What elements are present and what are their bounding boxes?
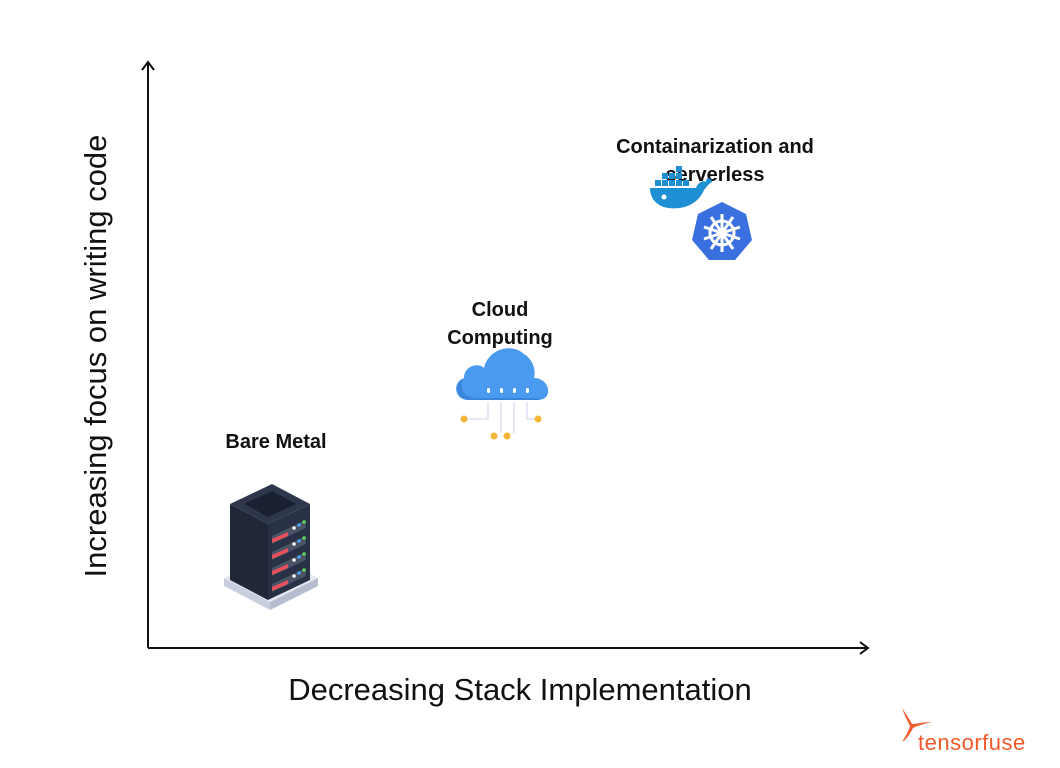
stage-label-text: Containarization and serverless	[616, 136, 814, 186]
x-axis-arrow-icon	[859, 641, 870, 655]
server-rack-icon	[224, 484, 318, 610]
stage-label-containerization: Containarization and serverless	[580, 105, 850, 189]
server-slots	[272, 520, 306, 592]
docker-whale-icon	[650, 166, 712, 209]
stage-label-bare-metal: Bare Metal	[196, 428, 356, 456]
y-axis-label: Increasing focus on writing code	[78, 134, 113, 578]
stage-label-cloud-computing: Cloud Computing	[420, 268, 580, 352]
brand-name: tensorfuse	[918, 730, 1026, 755]
kubernetes-icon	[692, 202, 752, 260]
x-axis-label: Decreasing Stack Implementation	[288, 672, 752, 707]
stage-label-text: Bare Metal	[225, 431, 327, 453]
y-axis-arrow-icon	[141, 60, 155, 71]
cloud-icon	[456, 348, 549, 440]
stage-label-text: Cloud Computing	[447, 299, 553, 349]
tensorfuse-logo-icon	[902, 708, 932, 742]
